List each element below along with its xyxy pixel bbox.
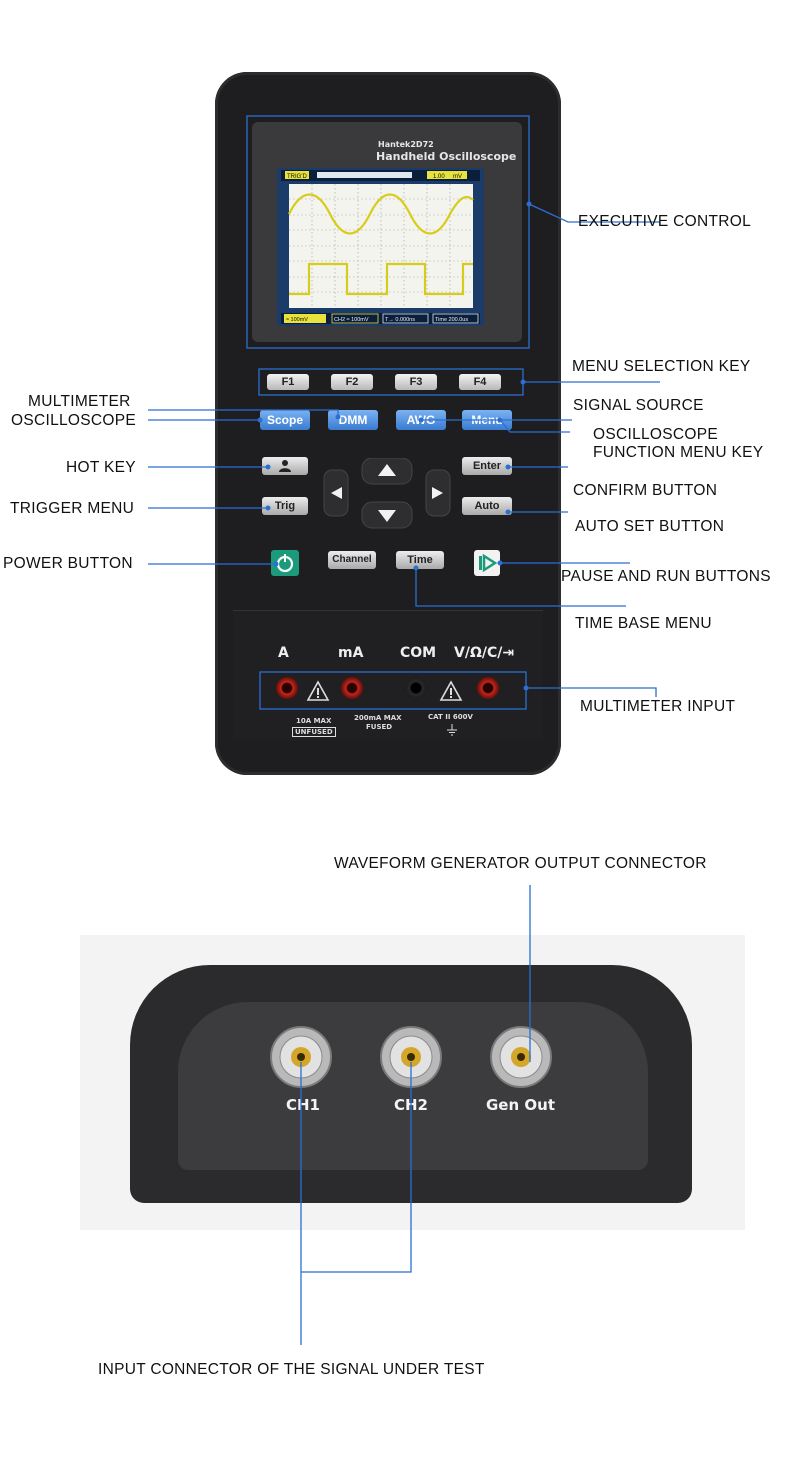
callout-osc-function-menu-line2: FUNCTION MENU KEY bbox=[593, 444, 764, 461]
ch2-bnc-connector[interactable] bbox=[372, 1025, 450, 1089]
callout-signal-source: SIGNAL SOURCE bbox=[573, 397, 704, 414]
gen-out-label: Gen Out bbox=[486, 1096, 555, 1114]
scope-key[interactable]: Scope bbox=[260, 410, 310, 430]
device-title: Handheld Oscilloscope bbox=[376, 150, 517, 163]
terminal-v-label: V/Ω/C/⇥ bbox=[454, 645, 515, 661]
callout-oscilloscope: OSCILLOSCOPE bbox=[11, 412, 137, 429]
model-name: Hantek2D72 bbox=[378, 140, 434, 149]
rating-a: 10A MAX bbox=[296, 717, 332, 725]
callout-hot-key: HOT KEY bbox=[66, 459, 136, 476]
unfused-label: UNFUSED bbox=[292, 727, 336, 737]
terminal-panel bbox=[233, 610, 543, 741]
callout-input-connector: INPUT CONNECTOR OF THE SIGNAL UNDER TEST bbox=[98, 1361, 485, 1378]
callout-executive-control: EXECUTIVE CONTROL bbox=[578, 213, 752, 230]
channel-key[interactable]: Channel bbox=[328, 551, 376, 569]
jack-a[interactable] bbox=[276, 677, 298, 699]
warning-icon bbox=[306, 680, 330, 701]
jack-com[interactable] bbox=[405, 677, 427, 699]
callout-multimeter: MULTIMETER bbox=[28, 393, 131, 410]
callout-multimeter-input: MULTIMETER INPUT bbox=[580, 698, 736, 715]
ch2-square-trace bbox=[289, 262, 473, 296]
right-arrow-icon[interactable] bbox=[432, 487, 443, 499]
enter-key[interactable]: Enter bbox=[462, 457, 512, 475]
left-arrow-icon[interactable] bbox=[331, 487, 342, 499]
callout-pause-run-buttons: PAUSE AND RUN BUTTONS bbox=[561, 568, 771, 585]
f3-key[interactable]: F3 bbox=[395, 374, 437, 390]
terminal-ma-label: mA bbox=[338, 645, 364, 661]
trig-level: 1.00 bbox=[433, 174, 445, 180]
callout-waveform-generator-output: WAVEFORM GENERATOR OUTPUT CONNECTOR bbox=[334, 855, 707, 872]
time-key[interactable]: Time bbox=[396, 551, 444, 569]
down-arrow-icon[interactable] bbox=[378, 510, 396, 522]
cat-rating: CAT II 600V bbox=[428, 713, 473, 721]
terminal-a-label: A bbox=[278, 645, 289, 661]
person-icon bbox=[279, 460, 291, 472]
ch1-sine-trace bbox=[288, 193, 474, 235]
hot-key[interactable] bbox=[262, 457, 308, 475]
trig-badge bbox=[285, 171, 309, 179]
fused-label: FUSED bbox=[366, 723, 393, 731]
terminal-com-label: COM bbox=[400, 645, 437, 661]
time-base: Time 200.0us bbox=[435, 317, 468, 323]
callout-trigger-menu: TRIGGER MENU bbox=[10, 500, 135, 517]
direction-pad bbox=[323, 458, 451, 529]
trig-key[interactable]: Trig bbox=[262, 497, 308, 515]
gen-out-bnc-connector[interactable] bbox=[482, 1025, 560, 1089]
trig-status: TRIG'D bbox=[287, 174, 307, 180]
warning-icon bbox=[439, 680, 463, 701]
up-arrow-icon[interactable] bbox=[378, 464, 396, 476]
dmm-key[interactable]: DMM bbox=[328, 410, 378, 430]
jack-v[interactable] bbox=[477, 677, 499, 699]
callout-confirm-button: CONFIRM BUTTON bbox=[573, 482, 718, 499]
rating-ma: 200mA MAX bbox=[354, 714, 402, 722]
ch1-scale: ≈ 100mV bbox=[286, 317, 308, 323]
trigger-offset: T→ 0.000ns bbox=[385, 317, 415, 323]
callout-osc-function-menu-line1: OSCILLOSCOPE bbox=[593, 426, 719, 443]
play-pause-icon bbox=[482, 553, 498, 573]
run-pause-button[interactable] bbox=[474, 550, 500, 576]
power-button[interactable] bbox=[271, 550, 299, 576]
f4-key[interactable]: F4 bbox=[459, 374, 501, 390]
power-icon bbox=[284, 554, 286, 562]
f1-key[interactable]: F1 bbox=[267, 374, 309, 390]
auto-key[interactable]: Auto bbox=[462, 497, 512, 515]
waveform-display: TRIG'D 1.00 mV ≈ 100mV CH2 ≈ 100mV T→ 0.… bbox=[277, 168, 484, 326]
callout-auto-set-button: AUTO SET BUTTON bbox=[575, 518, 725, 535]
ground-icon bbox=[447, 724, 457, 736]
f2-key[interactable]: F2 bbox=[331, 374, 373, 390]
ch2-scale: CH2 ≈ 100mV bbox=[334, 317, 369, 323]
jack-ma[interactable] bbox=[341, 677, 363, 699]
trig-unit: mV bbox=[453, 174, 462, 180]
callout-power-button: POWER BUTTON bbox=[3, 555, 133, 572]
ch1-label: CH1 bbox=[286, 1096, 320, 1114]
callout-time-base-menu: TIME BASE MENU bbox=[575, 615, 712, 632]
lcd-display: TRIG'D 1.00 mV ≈ 100mV CH2 ≈ 100mV T→ 0.… bbox=[277, 168, 484, 326]
callout-menu-selection-key: MENU SELECTION KEY bbox=[572, 358, 751, 375]
